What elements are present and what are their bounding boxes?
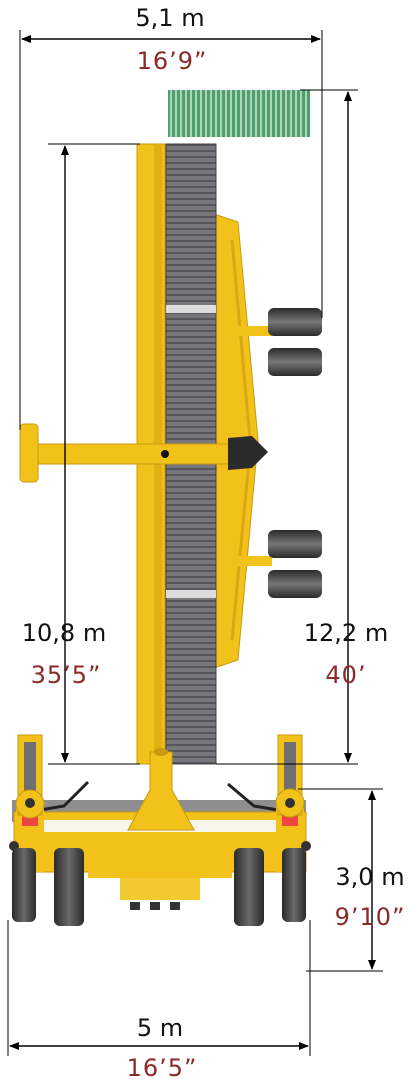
transport-width-imperial: 16’5”: [127, 1054, 198, 1082]
frame-length-dimension: [48, 143, 140, 765]
overall-length-dimension: [216, 89, 358, 765]
top-width-dimension: [19, 30, 323, 430]
front-view-machine: [9, 734, 311, 926]
frame-length-imperial: 35’5”: [31, 661, 102, 689]
top-roll: [168, 90, 310, 137]
top-width-imperial: 16’9”: [137, 47, 208, 75]
transport-width-dimension: [7, 920, 311, 1056]
frame-length-metric: 10,8 m: [22, 619, 106, 647]
drawbar: [27, 443, 239, 465]
overall-length-imperial: 40’: [325, 661, 366, 689]
top-view-machine: [19, 90, 322, 765]
top-width-metric: 5,1 m: [135, 4, 204, 32]
transport-height-dimension: [298, 788, 383, 972]
transport-height-metric: 3,0 m: [335, 863, 404, 891]
transport-width-metric: 5 m: [137, 1014, 183, 1042]
transport-height-imperial: 9’10”: [335, 903, 406, 931]
overall-length-metric: 12,2 m: [304, 619, 388, 647]
wheels-top-view: [268, 308, 322, 598]
